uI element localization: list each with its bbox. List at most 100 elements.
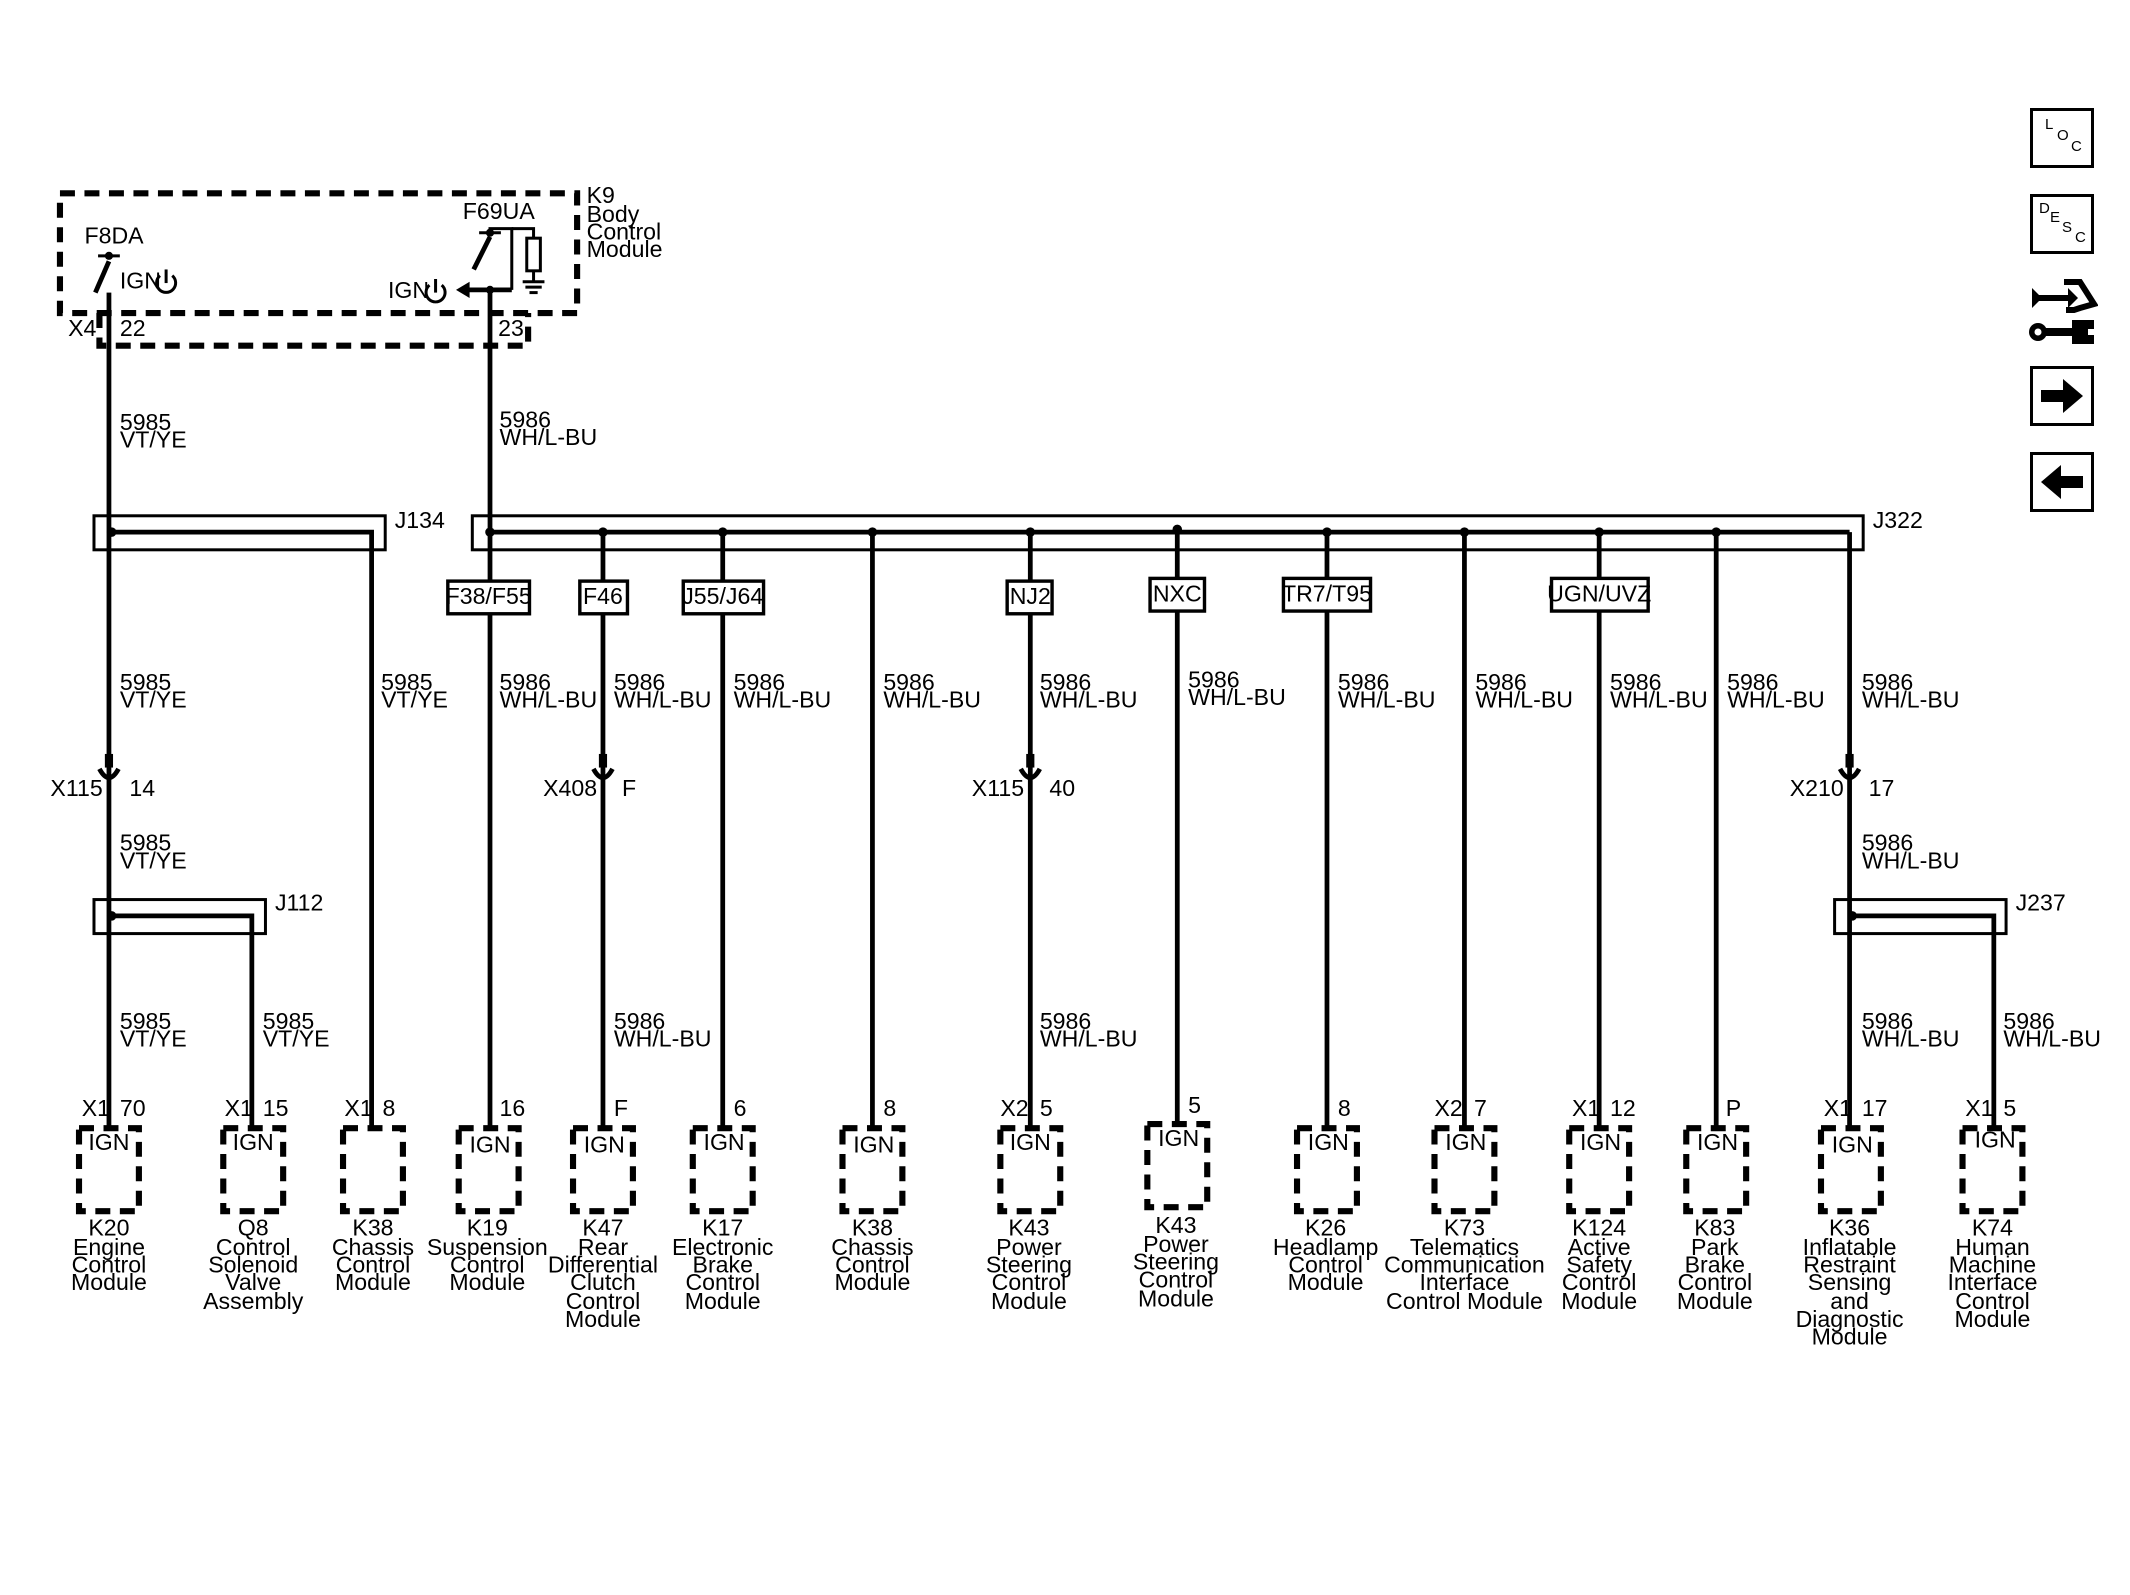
module-name-line: Electronic bbox=[672, 1234, 774, 1260]
connector-pin: 17 bbox=[1869, 775, 1895, 801]
fuse-f8da-switch bbox=[93, 260, 112, 294]
power-icon-left bbox=[155, 269, 178, 294]
wiring-tools-button[interactable] bbox=[2028, 276, 2098, 348]
option-label: NJ2 bbox=[1010, 583, 1051, 609]
module-name-line: Restraint bbox=[1803, 1251, 1896, 1277]
fuse-f69ua-switch bbox=[471, 235, 493, 271]
module-name-line: K74 bbox=[1972, 1215, 2013, 1241]
module-pin: F bbox=[614, 1095, 628, 1121]
module-name-line: Assembly bbox=[203, 1288, 304, 1314]
inline-connector-x408-f: X408 F bbox=[543, 753, 636, 801]
module-name-line: Solenoid bbox=[208, 1251, 298, 1277]
module-name-line: Module bbox=[1955, 1306, 2031, 1332]
module-k19: 16 IGN K19 Suspension Control Module bbox=[427, 1095, 548, 1295]
ign-label-right: IGN bbox=[388, 277, 429, 303]
module-name-line: Telematics bbox=[1410, 1234, 1519, 1260]
module-name-line: Rear bbox=[578, 1234, 628, 1260]
ign-label: IGN bbox=[1832, 1132, 1873, 1158]
desc-letter: S bbox=[2062, 219, 2073, 236]
wire-label: 5986 bbox=[2003, 1008, 2054, 1034]
module-name-line: Control bbox=[1139, 1266, 1214, 1292]
wire-label: 5986 bbox=[1040, 669, 1091, 695]
module-connector: X2 bbox=[1000, 1095, 1028, 1121]
module-name-line: Control bbox=[1678, 1269, 1753, 1295]
mid-wire-labels: 5985 VT/YE 5985 VT/YE 5986 WH/L-BU 5986 … bbox=[120, 666, 2101, 1051]
ign-label: IGN bbox=[1010, 1129, 1051, 1155]
wire-label: WH/L-BU bbox=[1610, 687, 1708, 713]
wire-label: VT/YE bbox=[120, 427, 187, 453]
module-connector: X1 bbox=[82, 1095, 110, 1121]
module-k47: F IGN K47 Rear Differential Clutch Contr… bbox=[548, 1095, 658, 1332]
module-k83: P IGN K83 Park Brake Control Module bbox=[1677, 1095, 1753, 1314]
arrow-left-icon bbox=[2041, 465, 2083, 499]
loc-letter: C bbox=[2071, 138, 2082, 155]
connector-label: X408 bbox=[543, 775, 597, 801]
module-pin: P bbox=[1726, 1095, 1741, 1121]
ign-label: IGN bbox=[233, 1129, 274, 1155]
module-pin: 8 bbox=[1338, 1095, 1351, 1121]
wire-label: 5986 bbox=[1610, 669, 1661, 695]
module-name-line: Safety bbox=[1566, 1251, 1632, 1277]
module-pin: 70 bbox=[120, 1095, 146, 1121]
module-name-line: Suspension bbox=[427, 1234, 548, 1260]
next-page-button[interactable] bbox=[2030, 366, 2094, 426]
wire-label: 5986 bbox=[1188, 666, 1239, 692]
module-name-line: Brake bbox=[1685, 1251, 1745, 1277]
module-name-line: and bbox=[1830, 1288, 1869, 1314]
module-name-line: Module bbox=[834, 1269, 910, 1295]
module-name-line: Q8 bbox=[238, 1215, 269, 1241]
wire-label: WH/L-BU bbox=[1040, 1026, 1138, 1052]
wire-label: 5986 bbox=[500, 406, 551, 432]
splice-j134: J134 bbox=[92, 507, 445, 1129]
module-k43: 5 IGN K43 Power Steering Control Module bbox=[1133, 1092, 1219, 1311]
splice-j322: J322 bbox=[470, 507, 1923, 552]
wire-label: WH/L-BU bbox=[1862, 1026, 1960, 1052]
splice-j112: J112 bbox=[92, 889, 323, 1129]
bcm-dashed-outline bbox=[56, 190, 581, 317]
module-name-line: Steering bbox=[1133, 1249, 1219, 1275]
ign-label: IGN bbox=[1308, 1129, 1349, 1155]
module-k38-chassis: X1 8 K38 Chassis Control Module bbox=[332, 1095, 414, 1295]
connector-label: X210 bbox=[1790, 775, 1844, 801]
module-name-line: Active bbox=[1568, 1234, 1631, 1260]
ign-label: IGN bbox=[469, 1132, 510, 1158]
module-name-line: Communication bbox=[1384, 1251, 1545, 1277]
location-button[interactable]: L O C bbox=[2030, 108, 2094, 168]
module-connector: X2 bbox=[1434, 1095, 1462, 1121]
wire-label: WH/L-BU bbox=[500, 424, 598, 450]
module-name-line: Control bbox=[336, 1251, 411, 1277]
wire-label: 5985 bbox=[120, 830, 171, 856]
option-label: UGN/UVZ bbox=[1547, 581, 1651, 607]
module-name-line: K73 bbox=[1444, 1215, 1485, 1241]
inline-connector-x115-40: X115 40 bbox=[972, 753, 1075, 801]
module-name-line: Control bbox=[1288, 1251, 1363, 1277]
connector-label: X115 bbox=[972, 775, 1024, 801]
wire-label: WH/L-BU bbox=[614, 687, 712, 713]
module-name-line: Module bbox=[1288, 1269, 1364, 1295]
module-pin: 5 bbox=[1188, 1092, 1201, 1118]
module-k36: X1 17 IGN K36 Inflatable Restraint Sensi… bbox=[1796, 1095, 1904, 1350]
desc-letter: C bbox=[2075, 229, 2086, 246]
module-name-line: K43 bbox=[1008, 1215, 1049, 1241]
module-connector: X1 bbox=[1965, 1095, 1993, 1121]
ign-label: IGN bbox=[853, 1132, 894, 1158]
bcm-name-line: Module bbox=[587, 236, 663, 262]
wire-label: VT/YE bbox=[120, 687, 187, 713]
module-q8: X1 15 IGN Q8 Control Solenoid Valve Asse… bbox=[203, 1095, 304, 1314]
module-pin: 8 bbox=[883, 1095, 896, 1121]
module-name-line: K20 bbox=[88, 1215, 129, 1241]
module-pin: 8 bbox=[382, 1095, 395, 1121]
option-label: TR7/T95 bbox=[1282, 581, 1372, 607]
description-button[interactable]: D E S C bbox=[2030, 194, 2094, 254]
ign-label-left: IGN bbox=[120, 268, 161, 294]
module-name-line: Module bbox=[685, 1288, 761, 1314]
module-name-line: Engine bbox=[73, 1234, 145, 1260]
connector-pin: 14 bbox=[129, 775, 155, 801]
ign-label: IGN bbox=[1975, 1126, 2016, 1152]
splice-label: J134 bbox=[395, 507, 445, 533]
wire-label: 5986 bbox=[1040, 1008, 1091, 1034]
module-name-line: K26 bbox=[1305, 1215, 1346, 1241]
ign-label: IGN bbox=[1445, 1129, 1486, 1155]
module-name-line: Sensing bbox=[1808, 1269, 1892, 1295]
previous-page-button[interactable] bbox=[2030, 452, 2094, 512]
